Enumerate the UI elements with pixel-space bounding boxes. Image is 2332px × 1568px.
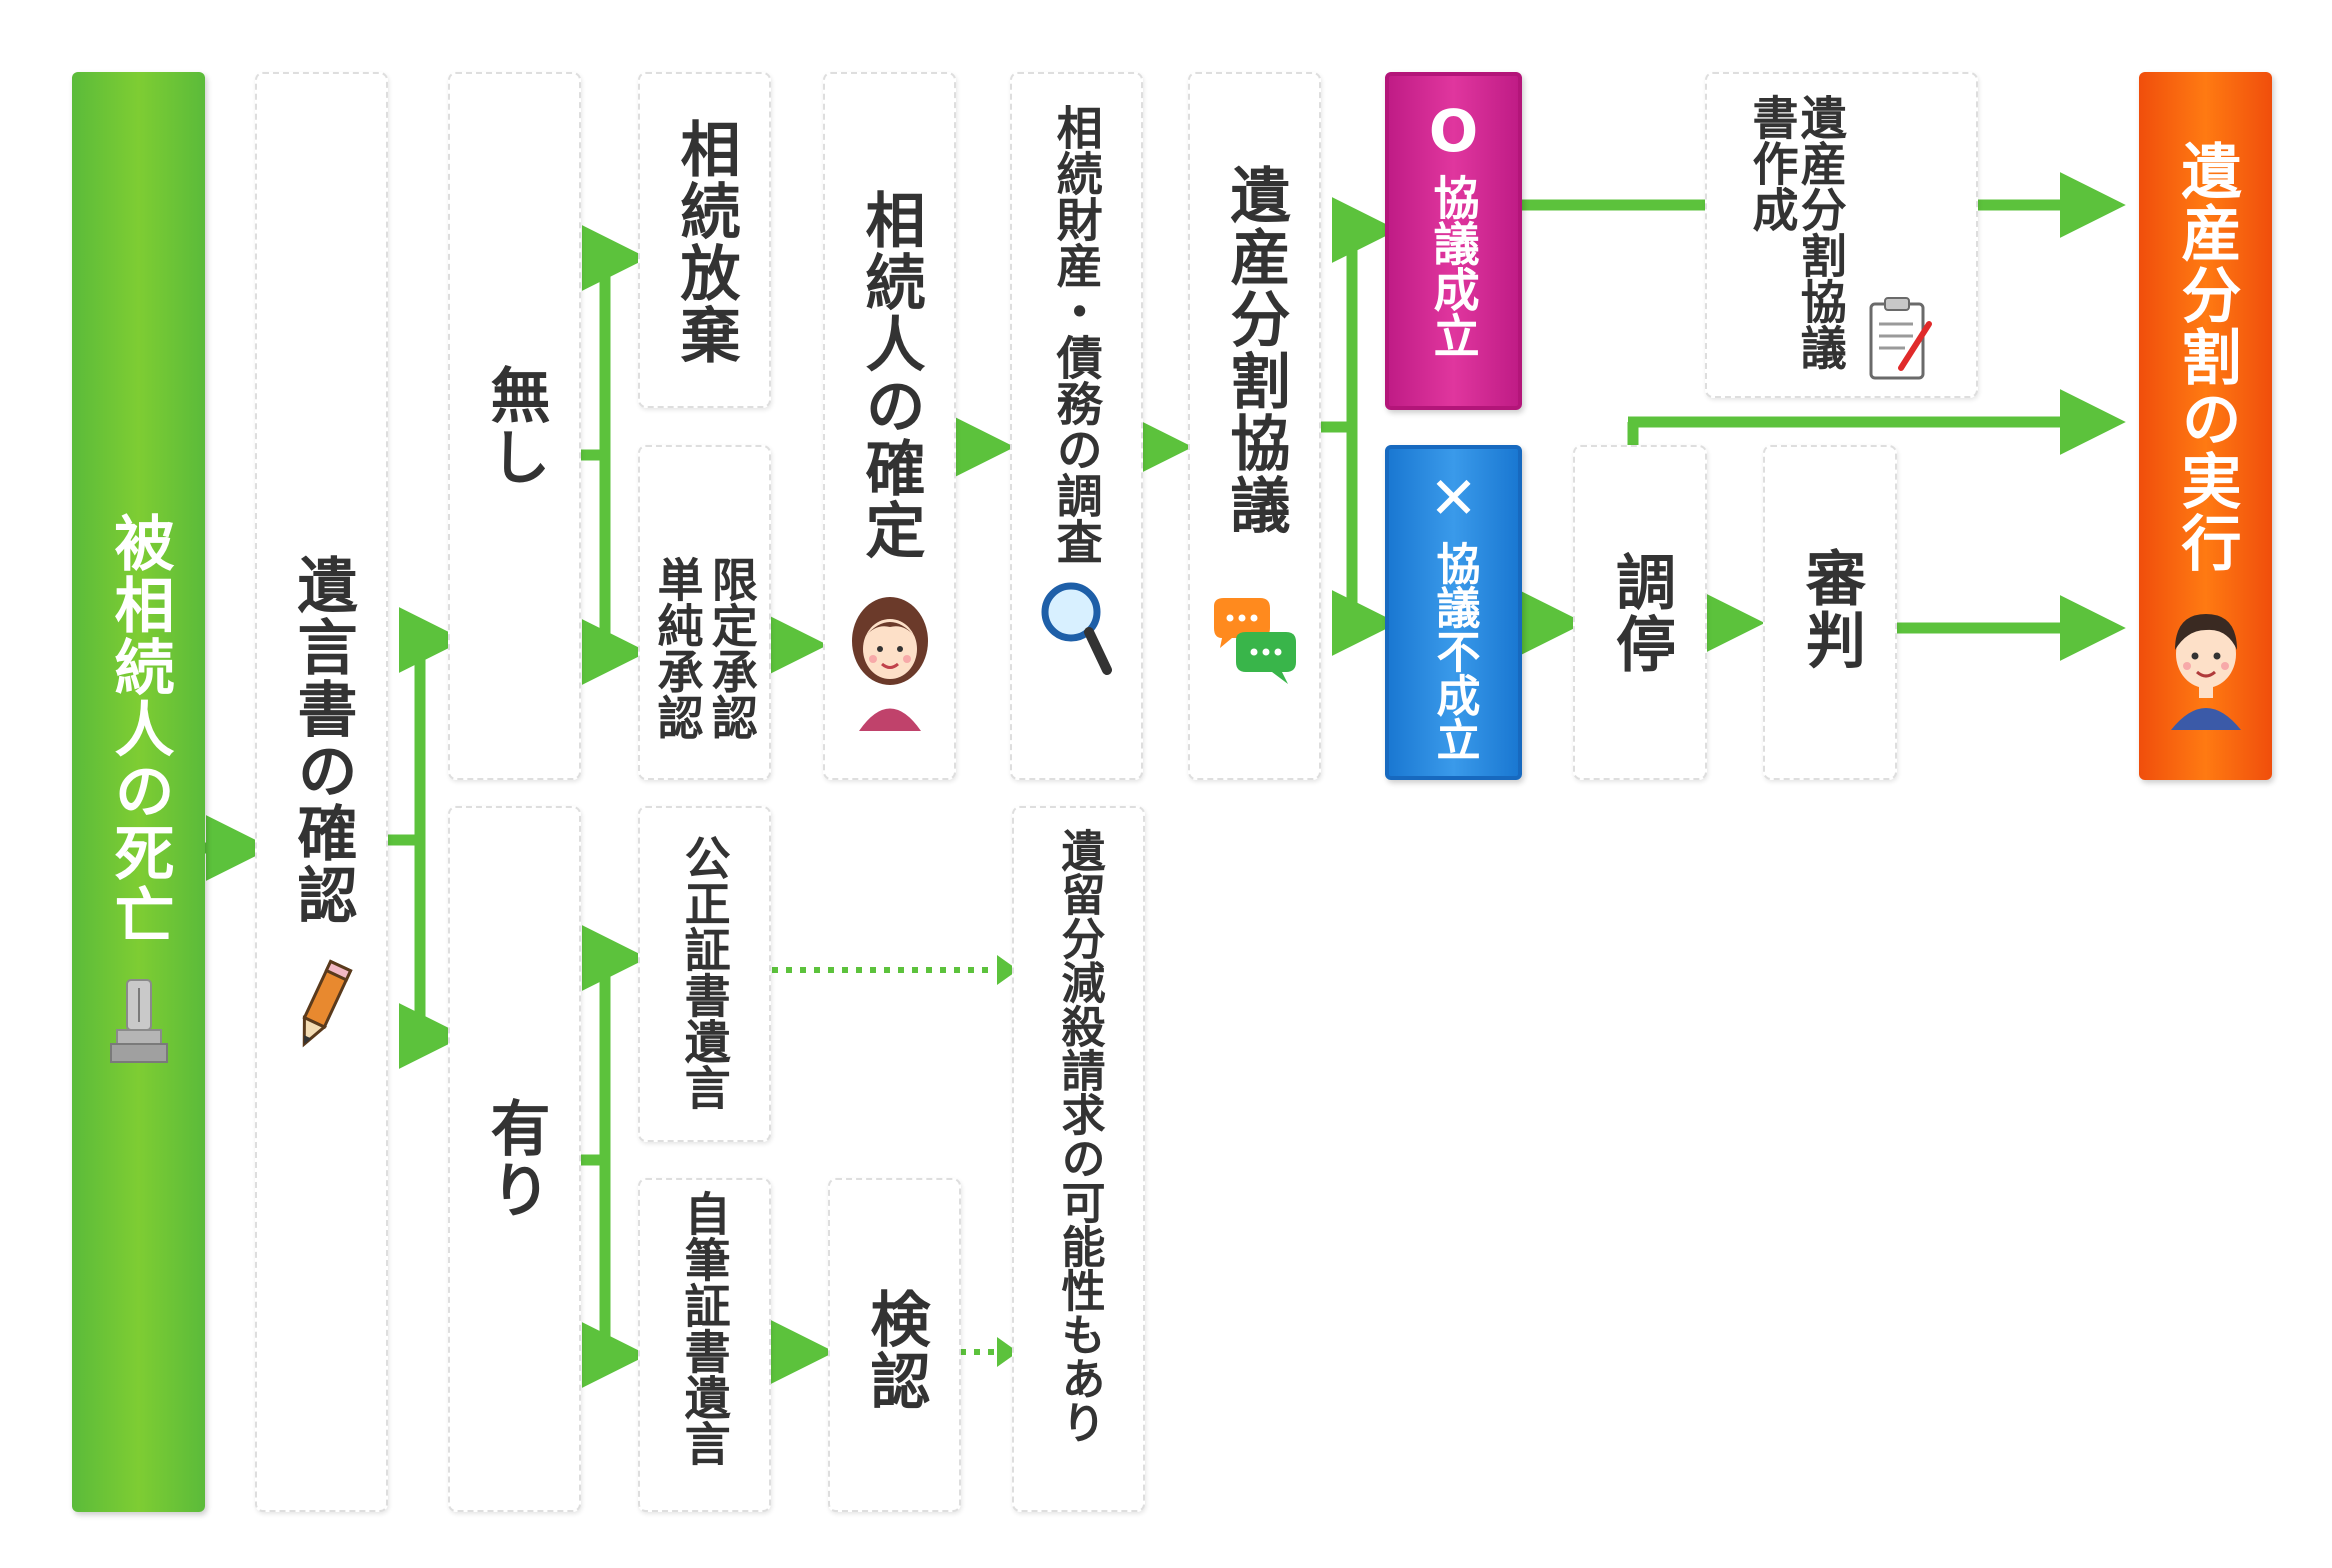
step-division-talk-label: 遺産分割協議 <box>1220 164 1290 536</box>
dotted-arrowhead-2 <box>997 1337 1018 1367</box>
step-heir-confirm: 相続人の確定 <box>823 72 956 780</box>
step-probate: 検認 <box>828 1178 961 1512</box>
step-agreement-doc: 遺産分割協議書作成 <box>1705 72 1978 398</box>
step-holographic-will: 自筆証書遺言 <box>638 1178 771 1512</box>
step-exists-label: 有り <box>480 1097 550 1221</box>
gravestone-icon <box>109 976 169 1070</box>
step-renounce: 相続放棄 <box>638 72 771 408</box>
step-none: 無し <box>448 72 581 780</box>
step-probate-label: 検認 <box>860 1288 930 1412</box>
clipboard-icon <box>1865 294 1935 388</box>
step-reserved-portion-label: 遺留分減殺請求の可能性もあり <box>1053 828 1105 1444</box>
step-notarized-will: 公正証書遺言 <box>638 806 771 1142</box>
step-execution-label: 遺産分割の実行 <box>2171 140 2241 574</box>
step-holographic-will-label: 自筆証書遺言 <box>677 1190 732 1466</box>
pencil-icon <box>287 956 357 1060</box>
step-death: 被相続人の死亡 <box>72 72 205 1512</box>
step-mediation-label: 調停 <box>1605 550 1676 675</box>
magnifier-icon <box>1037 578 1117 682</box>
step-asset-survey-label: 相続財産・債務の調査 <box>1049 104 1104 564</box>
step-notarized-will-label: 公正証書遺言 <box>677 834 732 1110</box>
step-talk-fail-label: 協議不成立 <box>1428 541 1480 761</box>
step-renounce-label: 相続放棄 <box>670 118 740 366</box>
step-talk-success: O 協議成立 <box>1385 72 1522 410</box>
dotted-arrowhead-1 <box>997 955 1018 985</box>
step-death-label: 被相続人の死亡 <box>104 512 174 946</box>
step-agreement-doc-label: 遺産分割協議書作成 <box>1745 94 1848 370</box>
step-limited-approval-label: 限定承認 <box>704 555 759 740</box>
step-asset-survey: 相続財産・債務の調査 <box>1010 72 1143 780</box>
step-none-label: 無し <box>480 364 550 488</box>
chat-bubbles-icon <box>1210 596 1300 690</box>
step-talk-fail: ✕ 協議不成立 <box>1385 445 1522 780</box>
step-execution: 遺産分割の実行 <box>2139 72 2272 780</box>
man-avatar-icon <box>2161 600 2251 734</box>
step-mediation: 調停 <box>1573 445 1707 780</box>
step-approval: 限定承認 単純承認 <box>638 445 771 780</box>
step-judgment-label: 審判 <box>1795 547 1866 671</box>
step-talk-success-label: 協議成立 <box>1426 174 1481 358</box>
step-simple-approval-label: 単純承認 <box>650 555 705 740</box>
step-will-check: 遺言書の確認 <box>255 72 388 1512</box>
fail-mark: ✕ <box>1429 464 1478 532</box>
step-exists: 有り <box>448 806 581 1512</box>
step-will-check-label: 遺言書の確認 <box>287 554 357 926</box>
step-division-talk: 遺産分割協議 <box>1188 72 1321 780</box>
success-mark: O <box>1428 97 1479 165</box>
woman-avatar-icon <box>845 591 935 735</box>
step-judgment: 審判 <box>1763 445 1897 780</box>
step-heir-confirm-label: 相続人の確定 <box>855 189 925 561</box>
step-reserved-portion: 遺留分減殺請求の可能性もあり <box>1012 806 1145 1512</box>
